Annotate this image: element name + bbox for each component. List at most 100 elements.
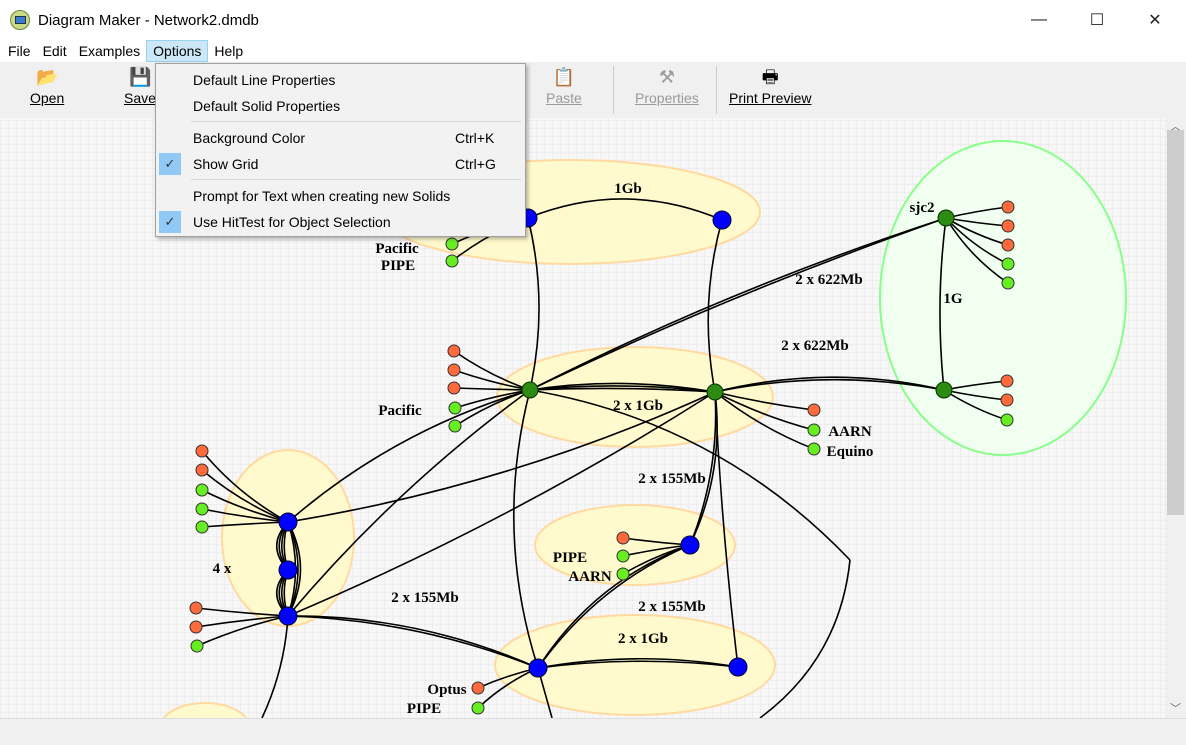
leaf-node[interactable] bbox=[189, 620, 203, 634]
leaf-node[interactable] bbox=[1001, 276, 1015, 290]
leaf-node[interactable] bbox=[195, 520, 209, 534]
leaf-node[interactable] bbox=[471, 681, 485, 695]
leaf-node[interactable] bbox=[447, 344, 461, 358]
menu-item-prompt-for-text[interactable]: Prompt for Text when creating new Solids bbox=[156, 184, 525, 208]
leaf-node[interactable] bbox=[195, 483, 209, 497]
link-line[interactable] bbox=[714, 378, 945, 393]
link-line[interactable] bbox=[529, 387, 716, 393]
leaf-node[interactable] bbox=[807, 403, 821, 417]
link-line[interactable] bbox=[287, 389, 531, 523]
link-line[interactable] bbox=[287, 615, 539, 669]
link-line[interactable] bbox=[527, 217, 540, 391]
print-preview-button[interactable]: 🖶Print Preview bbox=[729, 66, 811, 106]
paste-button[interactable]: 📋Paste bbox=[546, 66, 582, 106]
group-ellipse[interactable] bbox=[494, 614, 776, 716]
menu-examples[interactable]: Examples bbox=[78, 43, 141, 59]
scroll-up-icon[interactable]: ︿ bbox=[1170, 121, 1181, 133]
vertical-scrollbar[interactable]: ︿ ﹀ bbox=[1165, 118, 1186, 718]
leaf-node[interactable] bbox=[447, 381, 461, 395]
leaf-node[interactable] bbox=[616, 567, 630, 581]
leaf-node[interactable] bbox=[1001, 257, 1015, 271]
link-line[interactable] bbox=[196, 615, 289, 647]
leaf-node[interactable] bbox=[448, 401, 462, 415]
router-node[interactable] bbox=[728, 657, 748, 677]
link-line[interactable] bbox=[529, 217, 947, 391]
leaf-node[interactable] bbox=[1001, 200, 1015, 214]
link-line[interactable] bbox=[537, 544, 691, 669]
leaf-node[interactable] bbox=[445, 237, 459, 251]
core-node[interactable] bbox=[706, 383, 724, 401]
router-node[interactable] bbox=[278, 560, 298, 580]
link-line[interactable] bbox=[287, 391, 716, 523]
leaf-node[interactable] bbox=[471, 701, 485, 715]
group-ellipse[interactable] bbox=[496, 346, 774, 448]
group-ellipse[interactable] bbox=[534, 504, 736, 586]
link-line[interactable] bbox=[714, 391, 815, 431]
menu-item-default-line-properties[interactable]: Default Line Properties bbox=[156, 68, 525, 92]
leaf-node[interactable] bbox=[1001, 238, 1015, 252]
link-line[interactable] bbox=[287, 521, 302, 617]
link-line[interactable] bbox=[513, 389, 539, 669]
link-line[interactable] bbox=[714, 391, 815, 450]
leaf-node[interactable] bbox=[1000, 374, 1014, 388]
router-node[interactable] bbox=[712, 210, 732, 230]
router-node[interactable] bbox=[680, 535, 700, 555]
menu-options[interactable]: Options bbox=[146, 40, 209, 62]
menu-help[interactable]: Help bbox=[214, 43, 244, 59]
menu-edit[interactable]: Edit bbox=[42, 43, 67, 59]
link-line[interactable] bbox=[201, 469, 289, 523]
group-ellipse-sjc2[interactable] bbox=[879, 140, 1127, 456]
link-line[interactable] bbox=[707, 219, 723, 393]
router-node[interactable] bbox=[528, 658, 548, 678]
link-line[interactable] bbox=[714, 376, 945, 393]
leaf-node[interactable] bbox=[448, 419, 462, 433]
link-line[interactable] bbox=[537, 660, 739, 669]
link-line[interactable] bbox=[945, 217, 1009, 284]
menu-item-default-solid-properties[interactable]: Default Solid Properties bbox=[156, 94, 525, 118]
leaf-node[interactable] bbox=[1000, 393, 1014, 407]
link-line[interactable] bbox=[287, 389, 531, 617]
leaf-node[interactable] bbox=[807, 423, 821, 437]
link-line[interactable] bbox=[529, 385, 716, 393]
link-line[interactable] bbox=[529, 217, 947, 391]
properties-button[interactable]: ⚒Properties bbox=[635, 66, 699, 106]
leaf-node[interactable] bbox=[447, 363, 461, 377]
link-line[interactable] bbox=[529, 382, 716, 393]
leaf-node[interactable] bbox=[190, 639, 204, 653]
close-button[interactable]: ✕ bbox=[1148, 12, 1162, 29]
router-node[interactable] bbox=[278, 512, 298, 532]
link-line[interactable] bbox=[529, 389, 851, 561]
link-line[interactable] bbox=[714, 391, 815, 411]
link-line[interactable] bbox=[759, 559, 851, 718]
open-button[interactable]: 📂Open bbox=[30, 66, 64, 106]
leaf-node[interactable] bbox=[195, 502, 209, 516]
link-line[interactable] bbox=[537, 544, 691, 669]
link-line[interactable] bbox=[714, 391, 739, 668]
router-node[interactable] bbox=[278, 606, 298, 626]
link-line[interactable] bbox=[527, 198, 723, 221]
link-line[interactable] bbox=[537, 657, 739, 669]
menu-item-use-hittest[interactable]: ✓Use HitTest for Object Selection bbox=[156, 210, 525, 234]
leaf-node[interactable] bbox=[195, 444, 209, 458]
link-line[interactable] bbox=[287, 615, 539, 669]
minimize-button[interactable]: — bbox=[1031, 11, 1047, 28]
menu-file[interactable]: File bbox=[8, 43, 31, 59]
core-node[interactable] bbox=[937, 209, 955, 227]
leaf-node[interactable] bbox=[445, 254, 459, 268]
leaf-node[interactable] bbox=[616, 531, 630, 545]
link-line[interactable] bbox=[287, 521, 299, 617]
link-line[interactable] bbox=[939, 217, 947, 391]
core-node[interactable] bbox=[935, 381, 953, 399]
leaf-node[interactable] bbox=[1001, 219, 1015, 233]
scrollbar-thumb[interactable] bbox=[1167, 130, 1184, 515]
group-ellipse[interactable] bbox=[160, 702, 250, 718]
core-node[interactable] bbox=[521, 381, 539, 399]
link-line[interactable] bbox=[453, 350, 531, 391]
maximize-button[interactable]: ☐ bbox=[1089, 12, 1105, 29]
scroll-down-icon[interactable]: ﹀ bbox=[1170, 703, 1181, 715]
link-line[interactable] bbox=[261, 615, 289, 718]
group-ellipse[interactable] bbox=[221, 449, 355, 627]
